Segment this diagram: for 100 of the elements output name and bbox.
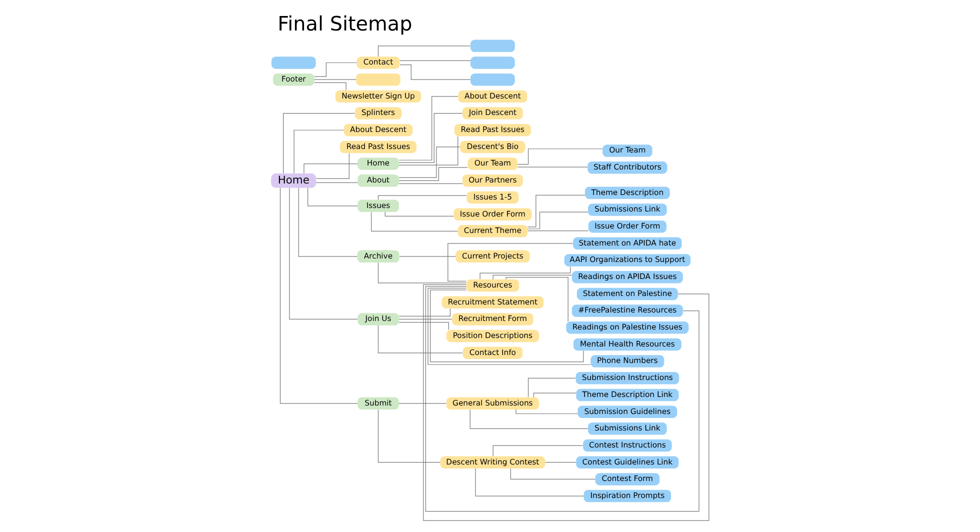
connector xyxy=(316,182,358,183)
connector xyxy=(398,167,468,181)
connector xyxy=(283,112,356,174)
connector xyxy=(398,136,458,166)
connector xyxy=(492,445,583,456)
node-box: Footer xyxy=(272,73,314,86)
connector xyxy=(398,308,450,316)
node-box: Theme Description xyxy=(584,186,670,200)
connector xyxy=(314,62,358,77)
node-box: Issue Order Form xyxy=(454,208,532,220)
connector xyxy=(398,403,447,404)
node-box xyxy=(470,56,515,69)
node-box: Contest Form xyxy=(595,473,660,486)
connector xyxy=(480,266,571,280)
connector xyxy=(371,212,458,232)
connector xyxy=(398,183,463,184)
node-box: Statement on APIDA hate xyxy=(573,237,682,250)
node-box: Issues 1-5 xyxy=(466,191,519,204)
node-box: Recruitment Form xyxy=(452,313,534,326)
node-box: About Descent xyxy=(344,124,413,136)
node-box: Mental Health Resources xyxy=(573,338,682,351)
node-box: About Descent xyxy=(458,90,528,103)
connector xyxy=(314,82,346,90)
node-box: Join Us xyxy=(358,313,399,326)
connector xyxy=(399,256,456,257)
node-box: About xyxy=(358,174,399,187)
connector xyxy=(528,378,576,398)
connector xyxy=(316,153,350,179)
connector xyxy=(378,325,463,354)
diagram-title: Final Sitemap xyxy=(278,12,412,36)
node-box: Submissions Link xyxy=(588,422,667,435)
node-box: Contest Guidelines Link xyxy=(576,456,679,468)
node-box: Readings on APIDA Issues xyxy=(572,270,683,284)
node-box: Theme Description Link xyxy=(576,388,679,402)
node-box: Inspiration Prompts xyxy=(584,490,672,502)
node-box: General Submissions xyxy=(446,397,539,410)
connector xyxy=(510,468,596,480)
node-box: Contact xyxy=(356,56,400,69)
connector xyxy=(378,262,466,284)
connector xyxy=(470,409,588,429)
connector xyxy=(517,148,603,165)
connector xyxy=(378,46,471,57)
connector xyxy=(517,166,588,168)
connector xyxy=(400,64,471,80)
connector xyxy=(398,318,452,320)
connector xyxy=(492,274,572,280)
node-box xyxy=(271,56,316,69)
node-box: Contest Instructions xyxy=(583,439,672,452)
node-box: Read Past Issues xyxy=(340,140,416,154)
node-box: Submissions Link xyxy=(588,204,667,216)
node-box xyxy=(470,40,515,52)
node-box: Recruitment Statement xyxy=(442,296,544,308)
connector xyxy=(398,146,460,178)
node-box: Current Theme xyxy=(458,225,528,238)
node-box: Submit xyxy=(358,397,399,410)
node-box: Staff Contributors xyxy=(588,162,668,174)
node-box: Home xyxy=(358,158,399,170)
connector xyxy=(378,409,440,463)
node-box: AAPI Organizations to Support xyxy=(564,254,691,266)
node-box: Descent's Bio xyxy=(460,140,526,154)
node-box: Archive xyxy=(357,250,400,263)
connector xyxy=(289,188,358,320)
node-box: Statement on Palestine xyxy=(576,288,678,300)
node-box xyxy=(356,73,400,86)
connector xyxy=(294,130,344,174)
node-box: Position Descriptions xyxy=(446,330,539,342)
connector xyxy=(544,462,576,463)
connector xyxy=(308,188,358,206)
node-box: Current Projects xyxy=(456,250,530,263)
connector xyxy=(384,212,454,217)
connector xyxy=(399,60,471,62)
connector xyxy=(298,188,358,257)
connector xyxy=(533,392,576,398)
node-box: Contact Info xyxy=(462,346,523,359)
node-box: Readings on Palestine Issues xyxy=(566,322,689,334)
connector xyxy=(527,194,586,228)
connector xyxy=(398,96,458,160)
node-box: Our Team xyxy=(468,158,518,170)
connector xyxy=(475,468,584,496)
connector xyxy=(527,230,589,232)
connector xyxy=(280,188,358,404)
node-box: #FreePalestine Resources xyxy=(572,304,683,317)
connector xyxy=(398,112,463,163)
connector xyxy=(378,195,467,200)
node-box: Our Team xyxy=(602,144,652,157)
node-box xyxy=(470,73,515,86)
node-box: Home xyxy=(271,173,316,188)
node-box: Read Past Issues xyxy=(454,124,531,136)
node-box: Newsletter Sign Up xyxy=(335,90,422,103)
node-box: Our Partners xyxy=(462,174,523,187)
node-box: Submission Instructions xyxy=(576,372,680,384)
connector xyxy=(314,79,356,80)
connector xyxy=(527,212,588,230)
node-box: Phone Numbers xyxy=(590,355,664,368)
node-box: Descent Writing Contest xyxy=(440,456,546,468)
node-box: Issue Order Form xyxy=(588,220,666,233)
node-box: Splinters xyxy=(354,107,402,120)
node-box: Join Descent xyxy=(462,107,523,120)
node-box: Submission Guidelines xyxy=(578,406,678,418)
connector xyxy=(448,243,574,282)
